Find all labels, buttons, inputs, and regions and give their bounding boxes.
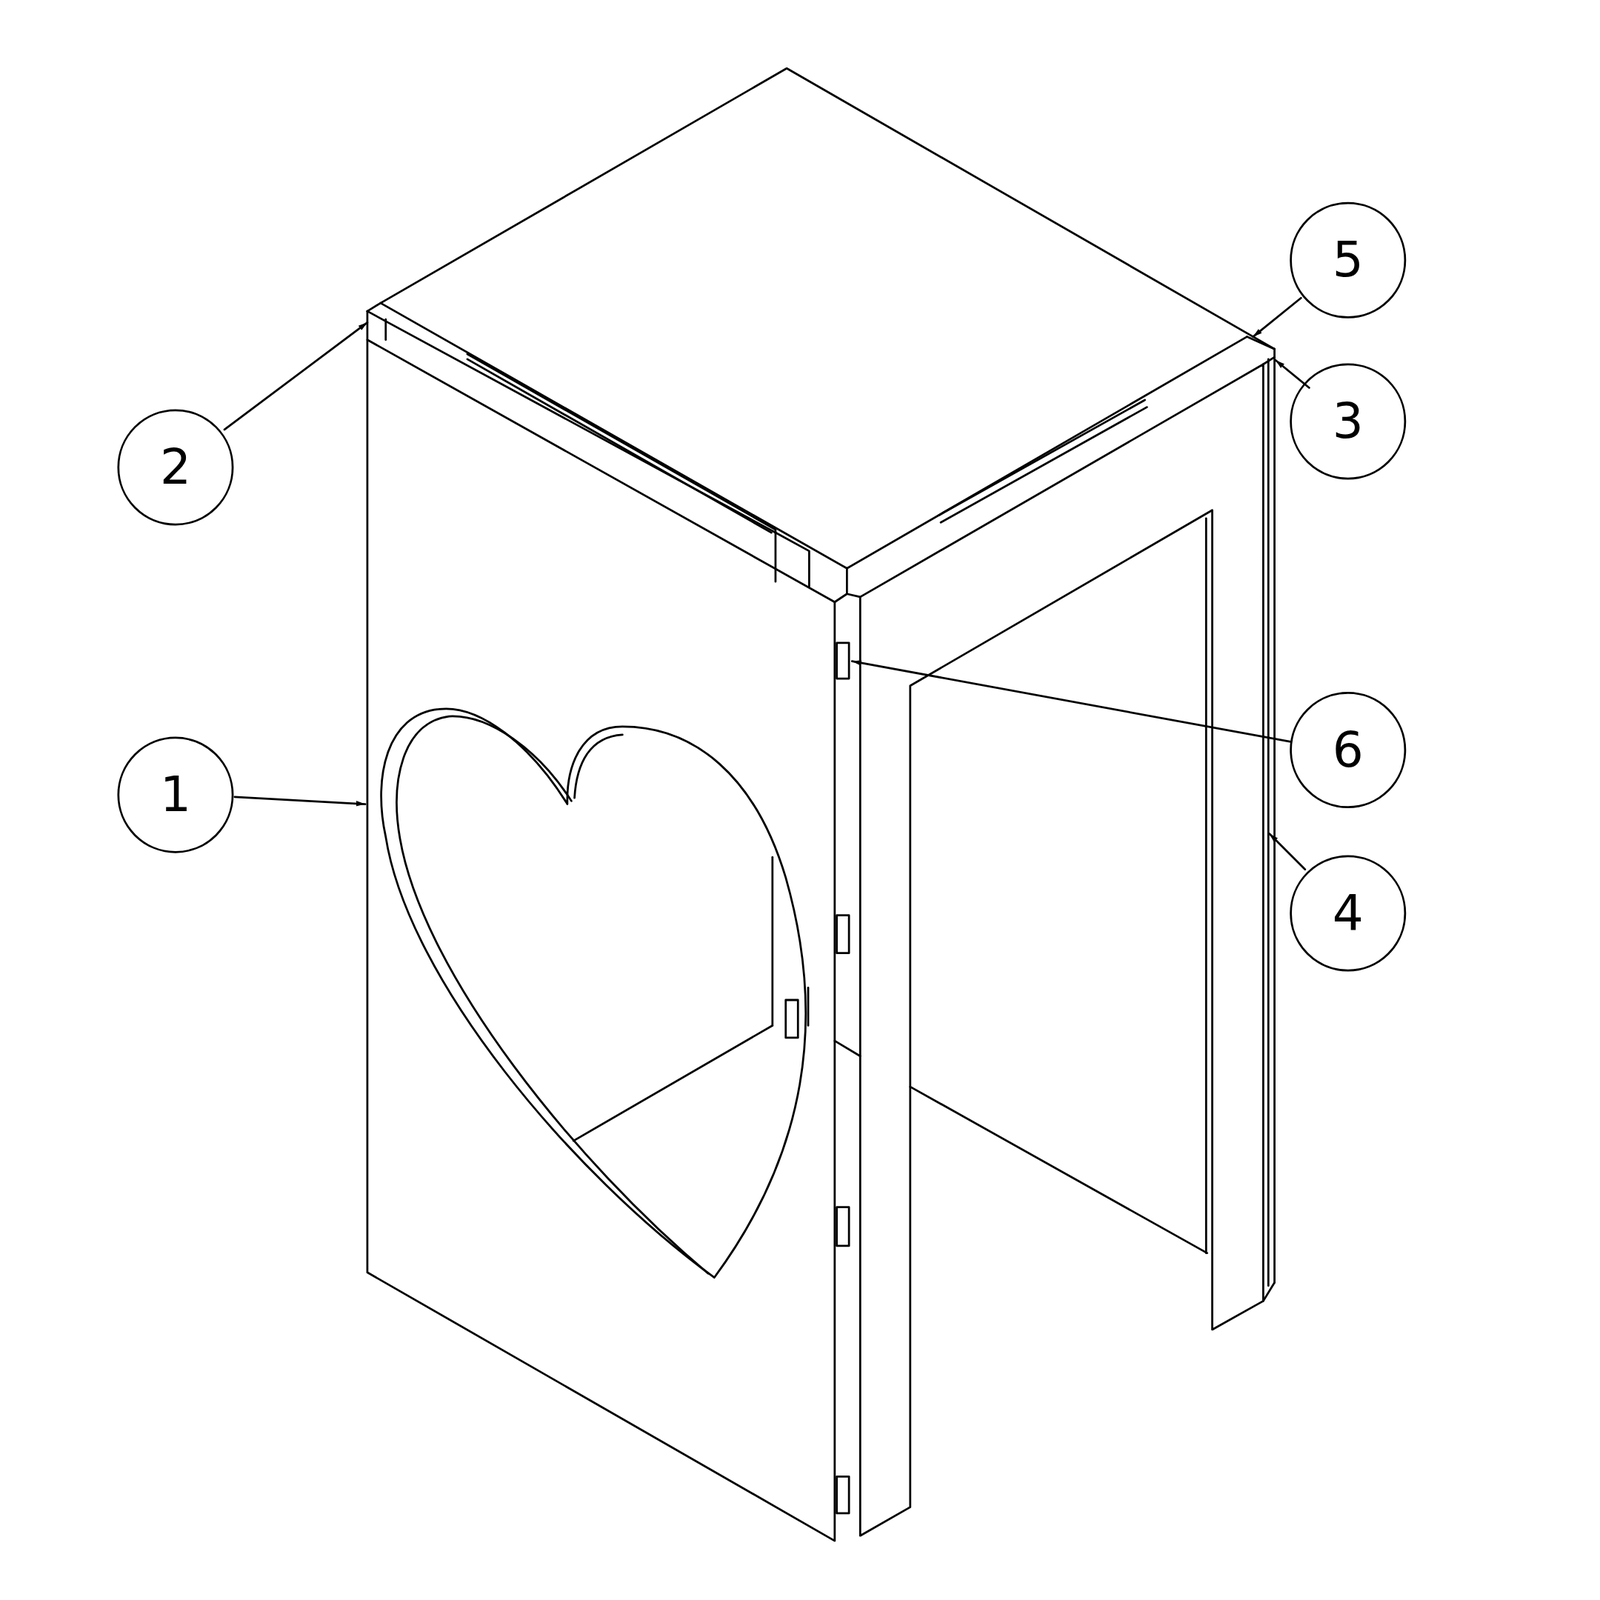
top-panel bbox=[367, 68, 1275, 569]
hinge bbox=[837, 642, 850, 1514]
front-panel bbox=[367, 311, 860, 1541]
callout-number: 2 bbox=[160, 442, 192, 492]
callout-balloon bbox=[118, 202, 1406, 971]
callout-number: 3 bbox=[1332, 397, 1364, 446]
callout-number: 1 bbox=[160, 770, 192, 820]
callout-number: 5 bbox=[1332, 235, 1364, 285]
leader-line bbox=[224, 297, 1309, 869]
callout-number: 4 bbox=[1332, 888, 1364, 938]
side-panel bbox=[860, 348, 1275, 1536]
callout-number: 6 bbox=[1332, 725, 1364, 775]
